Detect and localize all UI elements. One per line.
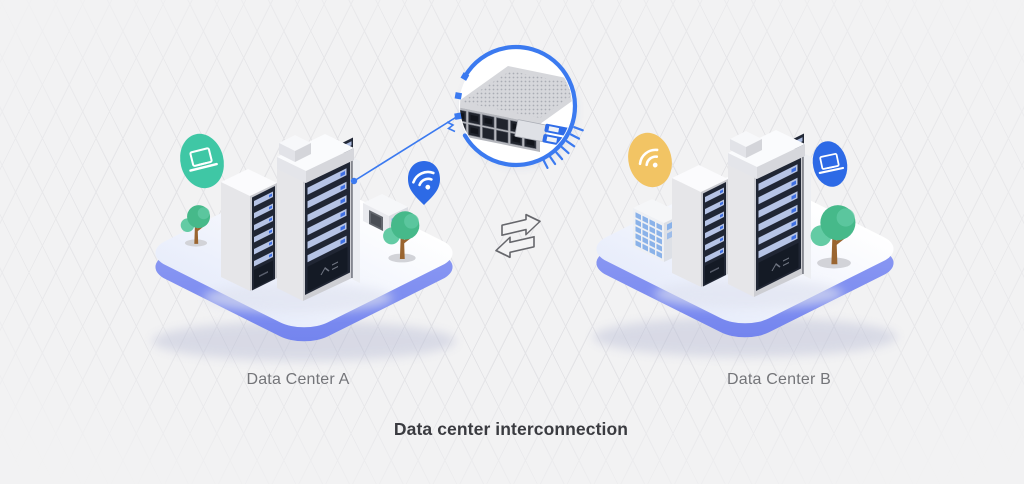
switch-zoom-lens (446, 44, 584, 169)
laptop-badge-teal (180, 133, 224, 189)
lens-ring-dashes (454, 72, 470, 120)
wifi-badge-blue (408, 161, 441, 205)
data-center-b-illustration (582, 128, 907, 357)
office-building-b (633, 199, 683, 262)
wifi-badge-yellow (628, 132, 672, 188)
data-center-a-label: Data Center A (246, 371, 350, 388)
lens-spark-mark (446, 121, 456, 133)
data-center-a-illustration (141, 129, 466, 361)
bidirectional-arrows-icon (495, 213, 541, 259)
data-center-b-label: Data Center B (727, 371, 831, 388)
zoom-callout-line (350, 115, 459, 185)
lens-ring (462, 44, 578, 168)
laptop-badge-blue (812, 141, 848, 187)
lens-speed-ticks (542, 126, 584, 169)
diagram-title: Data center interconnection (393, 419, 629, 439)
